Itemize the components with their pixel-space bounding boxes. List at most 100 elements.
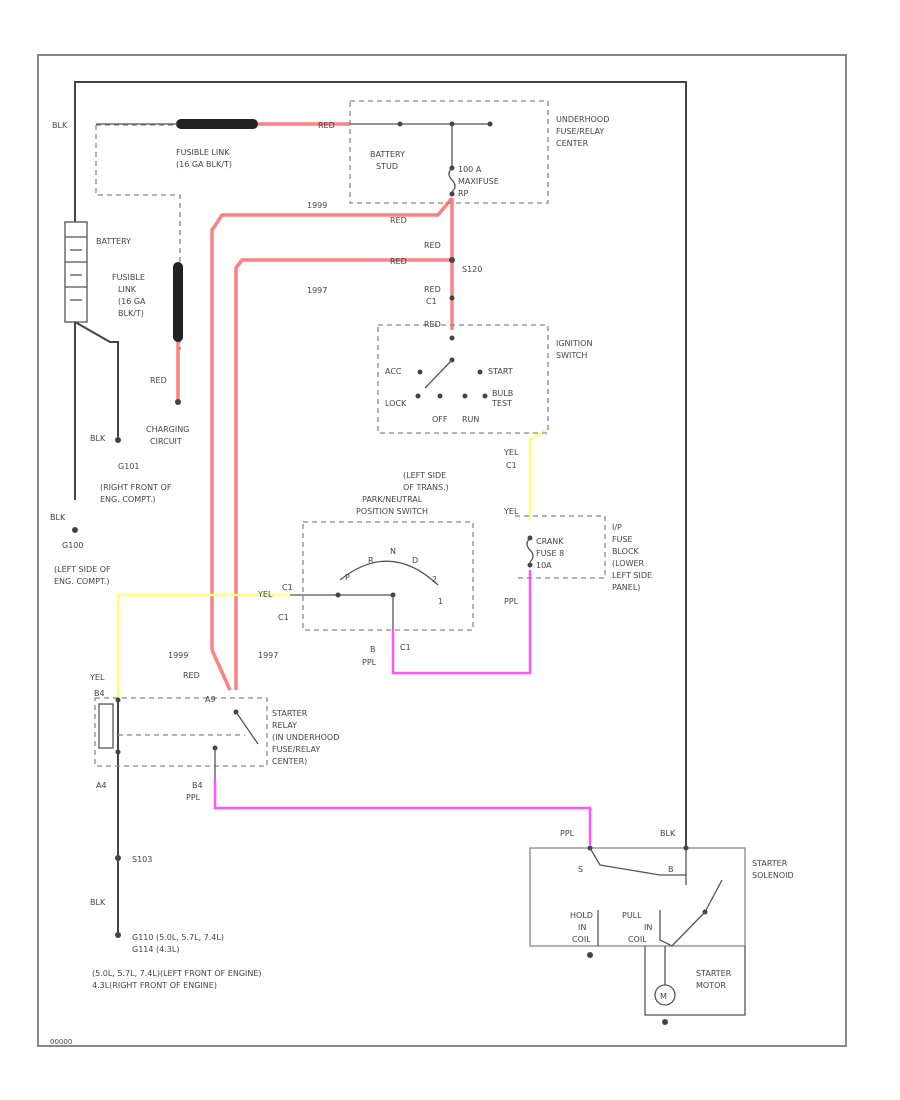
wire-relay-b4b: B4 [192,781,203,790]
crank-fuse-label-3: 10A [536,561,552,570]
wire-blk-relay: BLK [90,898,106,907]
wire-1997-relay: 1997 [258,651,278,660]
pn-pos-r: R [368,556,374,565]
ignition-acc: ACC [385,367,402,376]
maxifuse-label-1: 100 A [458,165,482,174]
fusible-link-2-label-1: FUSIBLE [112,273,145,282]
ignition-off: OFF [432,415,448,424]
wire-s103: S103 [132,855,152,864]
wire-s120: S120 [462,265,482,274]
starter-solenoid-label-2: SOLENOID [752,871,794,880]
charging-circuit-terminal [175,399,181,405]
wire-relay-a9: A9 [205,695,216,704]
ignition-switch-label-1: IGNITION [556,339,592,348]
solenoid-b-term: B [668,865,674,874]
wire-yel-crank: YEL [503,507,519,516]
wire-relay-a4: A4 [96,781,107,790]
battery-stud-label-1: BATTERY [370,150,405,159]
ip-fuse-block-label-4: (LOWER [612,559,645,568]
starter-relay-label-5: CENTER) [272,757,307,766]
ip-fuse-block-label-2: FUSE [612,535,633,544]
charging-circuit-label-1: CHARGING [146,425,189,434]
diagram-id: 00000 [50,1038,72,1046]
ignition-bulb: BULB [492,389,513,398]
underhood-label-3: CENTER [556,139,589,148]
pn-pos-p: P [345,573,350,582]
wire-red-charging: RED [150,376,167,385]
wire-1999-top: 1999 [307,201,327,210]
pull-in-1: PULL [622,911,642,920]
wire-red-d: RED [424,285,441,294]
c1-connector [449,295,455,301]
underhood-label-2: FUSE/RELAY [556,127,604,136]
fusible-link-2-label-2: LINK [118,285,137,294]
starter-solenoid-box [529,847,746,947]
ground-note-4: 4.3L(RIGHT FRONT OF ENGINE) [92,981,217,990]
wire-ppl-crank: PPL [504,597,519,606]
wire-yel-relay: YEL [89,673,105,682]
pn-pos-1: 1 [438,597,443,606]
solenoid-s-term: S [578,865,583,874]
wire-ppl-sol: PPL [560,829,575,838]
pn-label-4: POSITION SWITCH [356,507,428,516]
wire-g100-note-2: ENG. COMPT.) [54,577,110,586]
ignition-run: RUN [462,415,479,424]
maxifuse-symbol [448,165,456,197]
wire-1997-top: 1997 [307,286,327,295]
starter-motor-m: M [660,992,667,1001]
engine-ground-point [115,932,121,938]
underhood-label-1: UNDERHOOD [556,115,609,124]
wire-c1-a: C1 [426,297,437,306]
crank-fuse-symbol [526,535,534,568]
s103-splice [115,855,121,861]
wire-relay-b4: B4 [94,689,105,698]
pn-pos-n: N [390,547,396,556]
starter-motor-box [644,946,746,1025]
wire-blk-g100: BLK [50,513,66,522]
wire-g100-note-1: (LEFT SIDE OF [54,565,111,574]
ground-note-1: G110 (5.0L, 5.7L, 7.4L) [132,933,224,942]
wire-red-a: RED [390,216,407,225]
ignition-test: TEST [491,399,512,408]
g100-ground-point [72,527,78,533]
battery-symbol [64,221,88,323]
pn-label-3: PARK/NEUTRAL [362,495,423,504]
ground-note-3: (5.0L, 5.7L, 7.4L)(LEFT FRONT OF ENGINE) [92,969,262,978]
charging-circuit-label-2: CIRCUIT [150,437,182,446]
hold-in-ground [587,952,593,958]
wire-ppl-relay: PPL [186,793,201,802]
starter-motor-label-1: STARTER [696,969,732,978]
wire-c1-b: C1 [506,461,517,470]
ignition-lock: LOCK [385,399,407,408]
fusible-link-1-sub: (16 GA BLK/T) [176,160,232,169]
hold-in-2: IN [578,923,586,932]
ip-fuse-block-label-1: I/P [612,523,622,532]
s120-splice [449,257,455,263]
wire-red-relay: RED [183,671,200,680]
purple-wires [213,570,592,845]
wire-c1-pn3: C1 [400,643,411,652]
fusible-link-1 [96,119,258,129]
crank-fuse-label-2: FUSE 8 [536,549,564,558]
ip-fuse-block-label-5: LEFT SIDE [612,571,652,580]
wire-blk-sol: BLK [660,829,676,838]
wire-ppl-pn: PPL [362,658,377,667]
wire-blk-top: BLK [52,121,68,130]
wire-c1-pn2: C1 [278,613,289,622]
wire-red-c: RED [390,257,407,266]
fusible-link-2-label-4: BLK/T) [118,309,144,318]
maxifuse-label-3: RP [458,189,469,198]
wire-blk-g101: BLK [90,434,106,443]
pn-switch-symbol [290,560,439,630]
pull-in-3: COIL [628,935,647,944]
starter-relay-symbol [98,697,259,780]
hold-in-1: HOLD [570,911,593,920]
pull-in-2: IN [644,923,652,932]
ground-note-2: G114 (4.3L) [132,945,179,954]
wire-1999-relay: 1999 [168,651,188,660]
wire-g101-note-1: (RIGHT FRONT OF [100,483,172,492]
wire-red-b: RED [424,241,441,250]
pn-label-1: (LEFT SIDE [403,471,446,480]
maxifuse-label-2: MAXIFUSE [458,177,499,186]
